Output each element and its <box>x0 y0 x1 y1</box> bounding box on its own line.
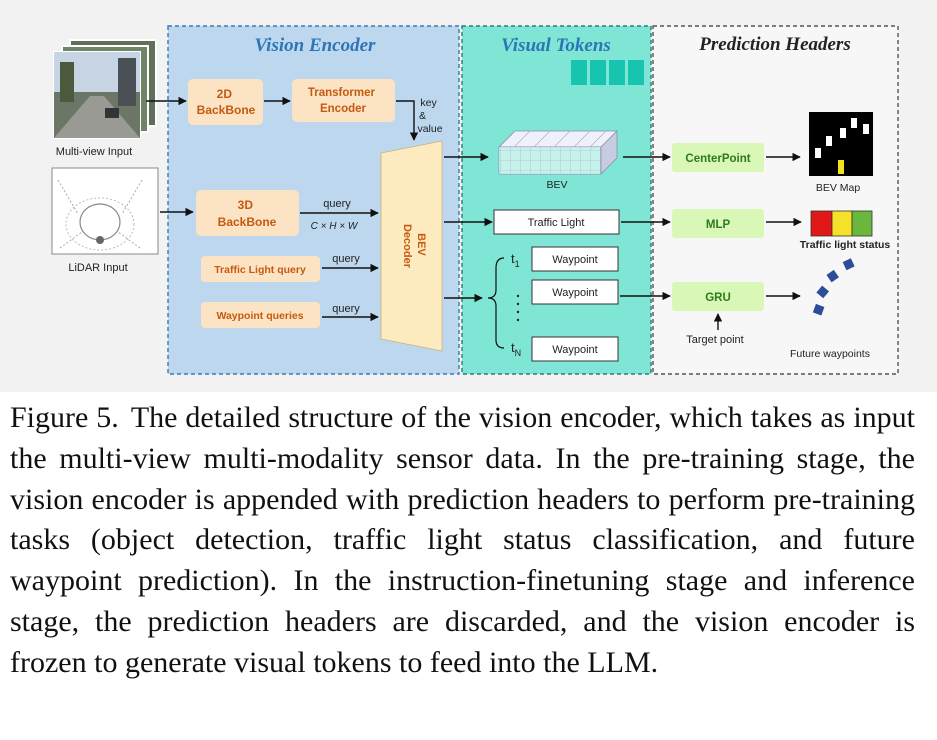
figure-caption: Figure 5.The detailed structure of the v… <box>10 398 915 684</box>
caption-text: The detailed structure of the vision enc… <box>10 401 915 679</box>
key-value-label: key & value <box>417 97 442 135</box>
traffic-light-query-label: Traffic Light query <box>214 264 306 276</box>
bev-grid-cube <box>498 130 618 175</box>
arrow-transformer-to-decoder <box>396 100 419 141</box>
multiview-input-label: Multi-view Input <box>56 146 132 158</box>
prediction-headers-title: Prediction Headers <box>698 34 850 55</box>
lidar-input-label: LiDAR Input <box>68 262 127 274</box>
waypoint-ellipsis <box>516 294 520 322</box>
traffic-light-token <box>493 209 620 235</box>
gru-block <box>672 282 764 311</box>
target-point-label: Target point <box>686 334 743 346</box>
bev-map-label: BEV Map <box>816 182 861 194</box>
future-waypoint-dots <box>812 258 855 316</box>
mlp-block <box>672 209 764 238</box>
query-label-3d: query <box>323 198 351 210</box>
waypoint-queries-label: Waypoint queries <box>216 310 303 322</box>
waypoint-token-1 <box>531 246 619 272</box>
gru-label: GRU <box>705 292 731 304</box>
tN-label: tN <box>511 340 521 358</box>
backbone-3d-block <box>196 190 299 236</box>
t1-label: t1 <box>511 251 520 269</box>
waypoint-queries-block <box>201 302 320 328</box>
traffic-light-status-label: Traffic light status <box>800 239 891 251</box>
bev-map-image <box>809 112 873 176</box>
bev-decoder-label: BEV Decoder <box>401 224 427 269</box>
backbone-2d-block <box>188 79 263 125</box>
lidar-point-cloud <box>51 167 159 255</box>
waypoint-token-n <box>531 336 619 362</box>
visual-token-squares <box>571 60 644 85</box>
bev-label: BEV <box>546 179 567 191</box>
transformer-encoder-block <box>292 79 395 122</box>
waypoint-token-2-label: Waypoint <box>552 287 597 299</box>
traffic-light-token-label: Traffic Light <box>528 217 585 229</box>
centerpoint-block <box>672 143 764 172</box>
backbone-2d-label: 2D BackBone <box>197 87 256 117</box>
architecture-diagram: Vision Encoder Visual Tokens Prediction … <box>0 0 937 392</box>
mlp-label: MLP <box>706 219 731 231</box>
traffic-light-status-bar <box>810 210 873 237</box>
centerpoint-label: CenterPoint <box>685 153 750 165</box>
waypoint-token-1-label: Waypoint <box>552 254 597 266</box>
bev-decoder-block <box>380 140 443 352</box>
waypoint-token-n-label: Waypoint <box>552 344 597 356</box>
query-label-tl: query <box>332 253 360 265</box>
query-dims-label: C × H × W <box>311 221 359 232</box>
multiview-camera-images <box>53 39 157 139</box>
transformer-encoder-label: Transformer Encoder <box>308 87 378 115</box>
traffic-light-query-block <box>201 256 320 282</box>
visual-tokens-title: Visual Tokens <box>501 35 611 56</box>
figure-number: Figure 5. <box>10 401 119 434</box>
query-label-wp: query <box>332 303 360 315</box>
backbone-3d-label: 3D BackBone <box>218 198 277 229</box>
waypoint-brace <box>487 257 505 349</box>
prediction-headers-panel <box>652 25 899 375</box>
waypoint-token-2 <box>531 279 619 305</box>
future-waypoints-label: Future waypoints <box>790 348 870 360</box>
vision-encoder-title: Vision Encoder <box>255 35 376 56</box>
